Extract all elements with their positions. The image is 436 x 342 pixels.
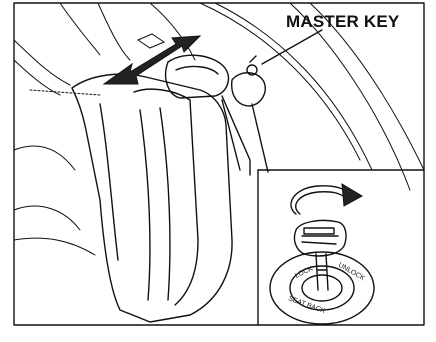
master-key-callout: MASTER KEY — [286, 12, 399, 32]
lock-dial-label-seat-back: SEAT BACK — [287, 295, 326, 315]
rotation-arrowhead-icon — [342, 184, 362, 206]
headrest — [166, 55, 229, 98]
rear-seat-back — [72, 74, 232, 322]
latch-pull-tab-icon — [138, 34, 164, 48]
vehicle-body-lines — [14, 3, 424, 255]
key-inset-panel — [252, 104, 424, 325]
rotation-arrow-icon — [291, 186, 350, 214]
